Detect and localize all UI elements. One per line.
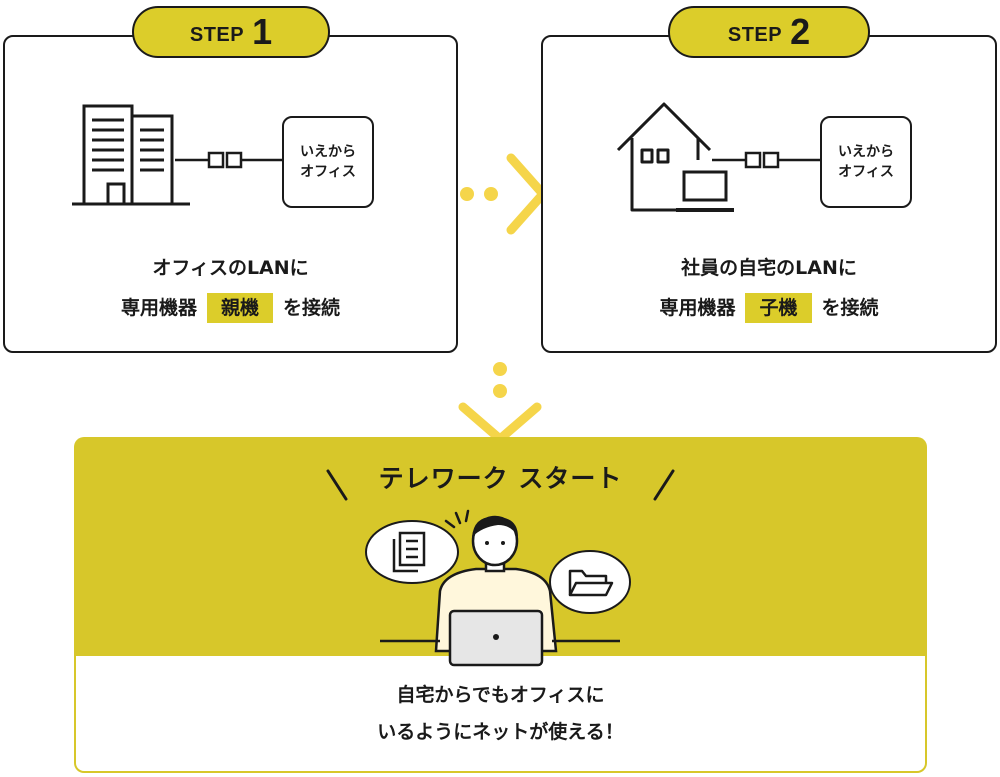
accent-slash-left <box>326 469 348 501</box>
step2-badge: STEP 2 <box>668 6 870 58</box>
device-box: いえから オフィス <box>282 116 374 208</box>
banner-message: 自宅からでもオフィスに いるようにネットが使える！ <box>74 677 927 751</box>
device-label-line1: いえから <box>300 144 356 160</box>
banner-message-line2: いるようにネットが使える！ <box>377 721 624 743</box>
step2-caption-suffix: を接続 <box>821 297 879 319</box>
house-icon <box>616 102 734 212</box>
cable-connector-icon <box>712 151 820 169</box>
step2-caption: 社員の自宅のLANに 専用機器子機を接続 <box>541 248 997 328</box>
accent-slash-right <box>653 469 675 501</box>
device-box: いえから オフィス <box>820 116 912 208</box>
step1-badge: STEP 1 <box>132 6 330 58</box>
office-building-icon <box>72 104 190 206</box>
device-label-line1: いえから <box>838 144 894 160</box>
telework-banner: テレワーク スタート <box>74 437 927 773</box>
device-label-line2: オフィス <box>838 164 894 180</box>
banner-title: テレワーク スタート <box>378 464 623 493</box>
banner-message-line1: 自宅からでもオフィスに <box>396 684 605 706</box>
step2-caption-highlight: 子機 <box>745 293 812 323</box>
step1-label: STEP <box>189 23 245 46</box>
right-arrow-icon <box>460 153 548 235</box>
banner-message-panel <box>76 656 925 771</box>
step2-label: STEP <box>727 23 783 46</box>
step1-caption-line1: オフィスのLANに <box>152 257 309 279</box>
step1-number: 1 <box>252 11 273 52</box>
cable-connector-icon <box>175 151 283 169</box>
laptop-icon <box>676 170 734 212</box>
step2-number: 2 <box>790 11 811 52</box>
step1-caption: オフィスのLANに 専用機器親機を接続 <box>3 248 458 328</box>
person-with-laptop-icon <box>380 509 620 667</box>
step1-caption-highlight: 親機 <box>206 293 273 323</box>
device-label-line2: オフィス <box>300 164 356 180</box>
step1-caption-prefix: 専用機器 <box>120 297 197 319</box>
folder-icon <box>549 550 631 614</box>
document-icon <box>365 520 459 584</box>
down-arrow-icon <box>458 362 542 444</box>
step2-caption-line1: 社員の自宅のLANに <box>681 257 857 279</box>
step1-caption-suffix: を接続 <box>283 297 341 319</box>
step2-caption-prefix: 専用機器 <box>659 297 736 319</box>
